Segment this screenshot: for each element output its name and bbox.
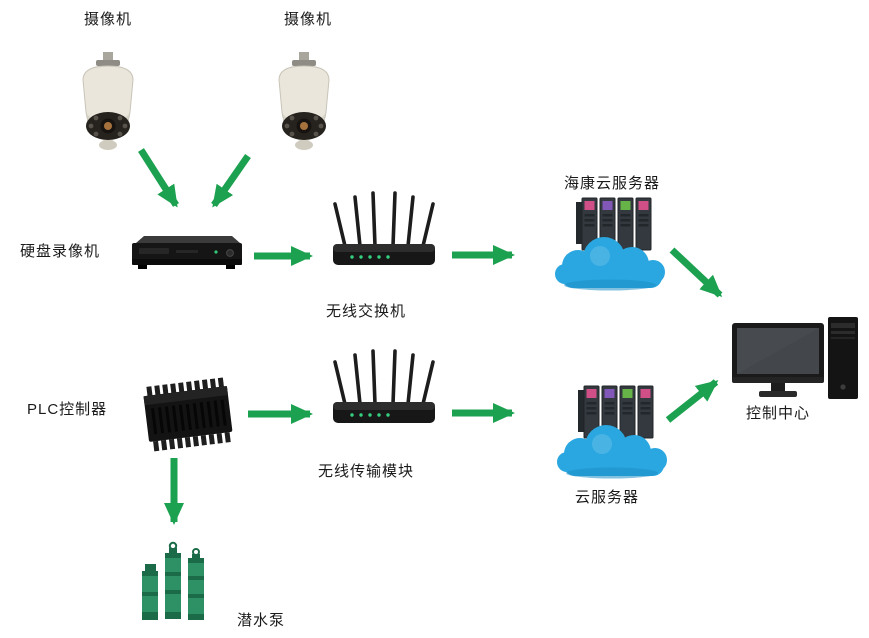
cloud-server-icon — [557, 385, 667, 479]
arrow-camera1-to-dvr — [138, 148, 179, 208]
wireless-switch-node — [328, 190, 440, 272]
camera2-label: 摄像机 — [284, 11, 333, 28]
dvr-node — [126, 233, 246, 275]
dvr-icon — [132, 236, 242, 269]
camera1-label: 摄像机 — [84, 11, 133, 28]
wireless-module-node — [328, 348, 440, 430]
wireless-switch-label: 无线交换机 — [326, 303, 407, 320]
pump-label: 潜水泵 — [237, 612, 286, 629]
camera1-node — [70, 52, 146, 158]
hik-cloud-node — [552, 194, 670, 292]
control-center-label: 控制中心 — [746, 405, 811, 422]
control-center-node — [732, 315, 860, 405]
cloud-server-icon — [555, 197, 665, 291]
arrow-camera2-to-dvr — [211, 154, 251, 208]
wireless-module-label: 无线传输模块 — [318, 463, 415, 480]
cloud-server-label: 云服务器 — [575, 489, 640, 506]
wireless-router-icon — [333, 191, 435, 265]
arrow-hikcloud-to-control — [669, 247, 723, 298]
cloud-server-node — [554, 382, 672, 480]
plc-label: PLC控制器 — [27, 401, 108, 418]
arrow-cloud-to-control — [665, 379, 719, 423]
ptz-camera-icon — [278, 52, 330, 150]
hik-cloud-label: 海康云服务器 — [564, 175, 661, 192]
plc-node — [136, 374, 240, 456]
pump-node — [136, 538, 218, 626]
plc-icon — [143, 377, 233, 452]
camera2-node — [266, 52, 342, 158]
dvr-label: 硬盘录像机 — [20, 243, 101, 260]
computer-icon — [732, 317, 858, 399]
ptz-camera-icon — [82, 52, 134, 150]
wireless-router-icon — [333, 349, 435, 423]
submersible-pump-icon — [142, 541, 204, 620]
